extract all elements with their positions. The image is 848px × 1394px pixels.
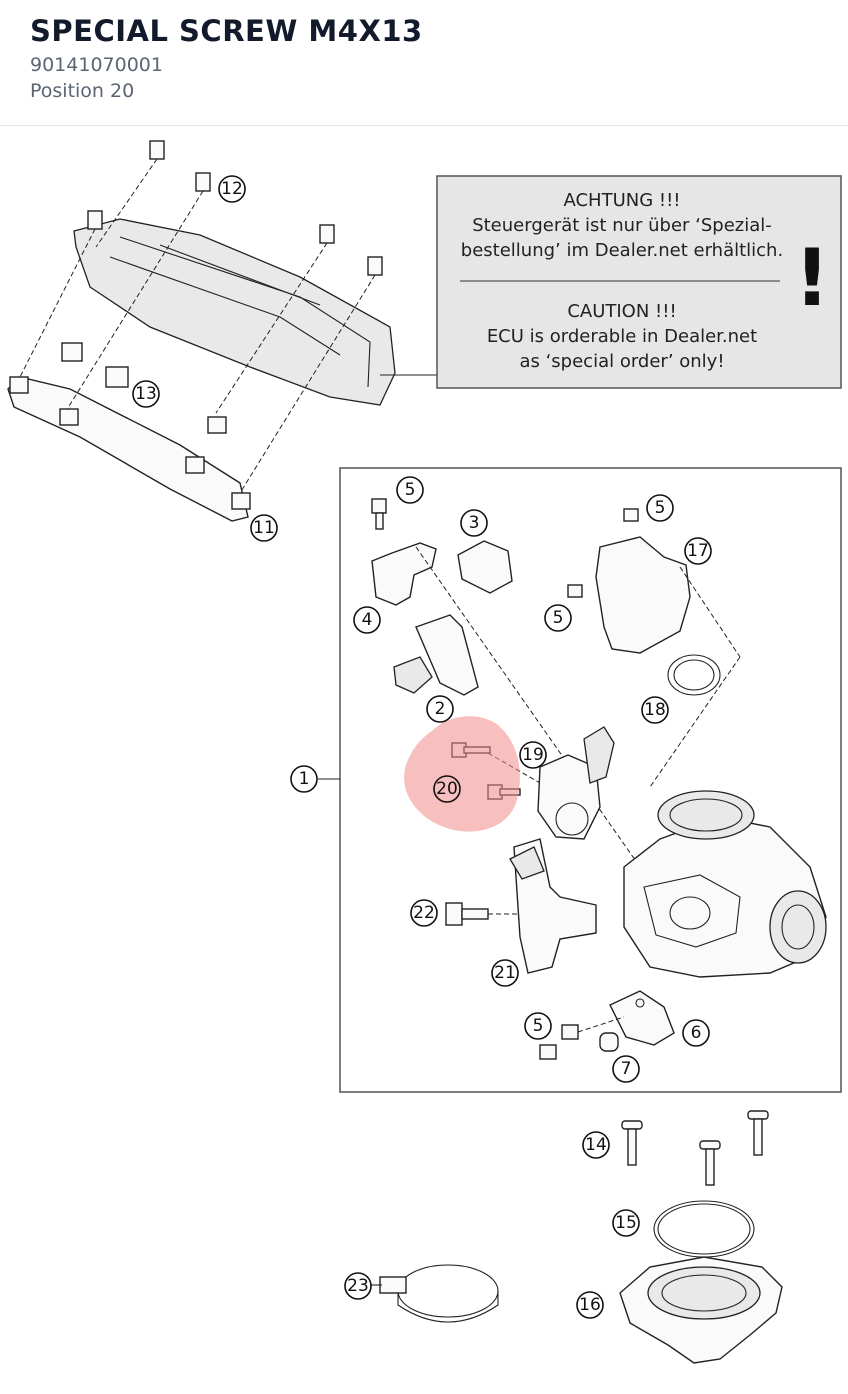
- callout-13[interactable]: 13: [132, 380, 160, 408]
- selected-position-highlight[interactable]: [404, 716, 520, 832]
- svg-text:6: 6: [691, 1023, 702, 1043]
- callout-5a[interactable]: 5: [396, 476, 424, 504]
- callout-18[interactable]: 18: [641, 696, 669, 724]
- throttle-body-frame: [318, 467, 842, 1093]
- svg-text:5: 5: [655, 498, 666, 518]
- callout-23[interactable]: 23: [344, 1272, 372, 1300]
- svg-text:5: 5: [553, 608, 564, 628]
- svg-text:14: 14: [585, 1135, 607, 1155]
- exploded-parts-diagram[interactable]: ACHTUNG !!! Steuergerät ist nur über ‘Sp…: [0, 127, 848, 1390]
- notice-de-line2: bestellung’ im Dealer.net erhältlich.: [461, 240, 783, 261]
- callout-5d[interactable]: 5: [524, 1012, 552, 1040]
- svg-text:16: 16: [579, 1295, 601, 1315]
- callout-11[interactable]: 11: [250, 514, 278, 542]
- warning-exclamation-icon: !: [794, 234, 830, 324]
- svg-text:2: 2: [435, 699, 446, 719]
- svg-text:4: 4: [362, 610, 373, 630]
- callout-22[interactable]: 22: [410, 899, 438, 927]
- position-label: Position 20: [30, 80, 135, 102]
- callout-21[interactable]: 21: [491, 959, 519, 987]
- svg-text:20: 20: [436, 779, 458, 799]
- callout-3[interactable]: 3: [460, 509, 488, 537]
- svg-text:17: 17: [687, 541, 709, 561]
- throttle-parts: [371, 498, 827, 1060]
- svg-text:11: 11: [253, 518, 275, 538]
- callout-5c[interactable]: 5: [544, 604, 572, 632]
- callout-5b[interactable]: 5: [646, 494, 674, 522]
- svg-text:1: 1: [299, 769, 310, 789]
- svg-text:5: 5: [405, 480, 416, 500]
- svg-text:23: 23: [347, 1276, 369, 1296]
- notice-en-line1: ECU is orderable in Dealer.net: [487, 326, 757, 347]
- callout-2[interactable]: 2: [426, 695, 454, 723]
- callout-7[interactable]: 7: [612, 1055, 640, 1083]
- caution-notice: ACHTUNG !!! Steuergerät ist nur über ‘Sp…: [436, 175, 842, 389]
- callout-15[interactable]: 15: [612, 1209, 640, 1237]
- part-number: 90141070001: [30, 54, 163, 76]
- svg-text:22: 22: [413, 903, 435, 923]
- callout-1[interactable]: 1: [290, 765, 318, 793]
- svg-text:7: 7: [621, 1059, 632, 1079]
- lower-parts: [370, 1110, 783, 1364]
- page-header: SPECIAL SCREW M4X13 90141070001 Position…: [0, 0, 848, 126]
- svg-text:19: 19: [522, 745, 544, 765]
- notice-en-line2: as ‘special order’ only!: [519, 351, 724, 372]
- callout-4[interactable]: 4: [353, 606, 381, 634]
- svg-text:15: 15: [615, 1213, 637, 1233]
- svg-text:3: 3: [469, 513, 480, 533]
- callout-12[interactable]: 12: [218, 175, 246, 203]
- svg-text:12: 12: [221, 179, 243, 199]
- callout-14[interactable]: 14: [582, 1131, 610, 1159]
- svg-text:13: 13: [135, 384, 157, 404]
- callout-6[interactable]: 6: [682, 1019, 710, 1047]
- ecu-assembly: [7, 140, 437, 522]
- callout-16[interactable]: 16: [576, 1291, 604, 1319]
- callout-19[interactable]: 19: [519, 741, 547, 769]
- notice-de-line1: Steuergerät ist nur über ‘Spezial-: [472, 215, 772, 236]
- notice-de-title: ACHTUNG !!!: [563, 190, 680, 211]
- callout-20[interactable]: 20: [433, 775, 461, 803]
- callout-17[interactable]: 17: [684, 537, 712, 565]
- notice-en-title: CAUTION !!!: [567, 301, 676, 322]
- svg-text:18: 18: [644, 700, 666, 720]
- svg-text:5: 5: [533, 1016, 544, 1036]
- svg-text:21: 21: [494, 963, 516, 983]
- part-title: SPECIAL SCREW M4X13: [30, 14, 423, 48]
